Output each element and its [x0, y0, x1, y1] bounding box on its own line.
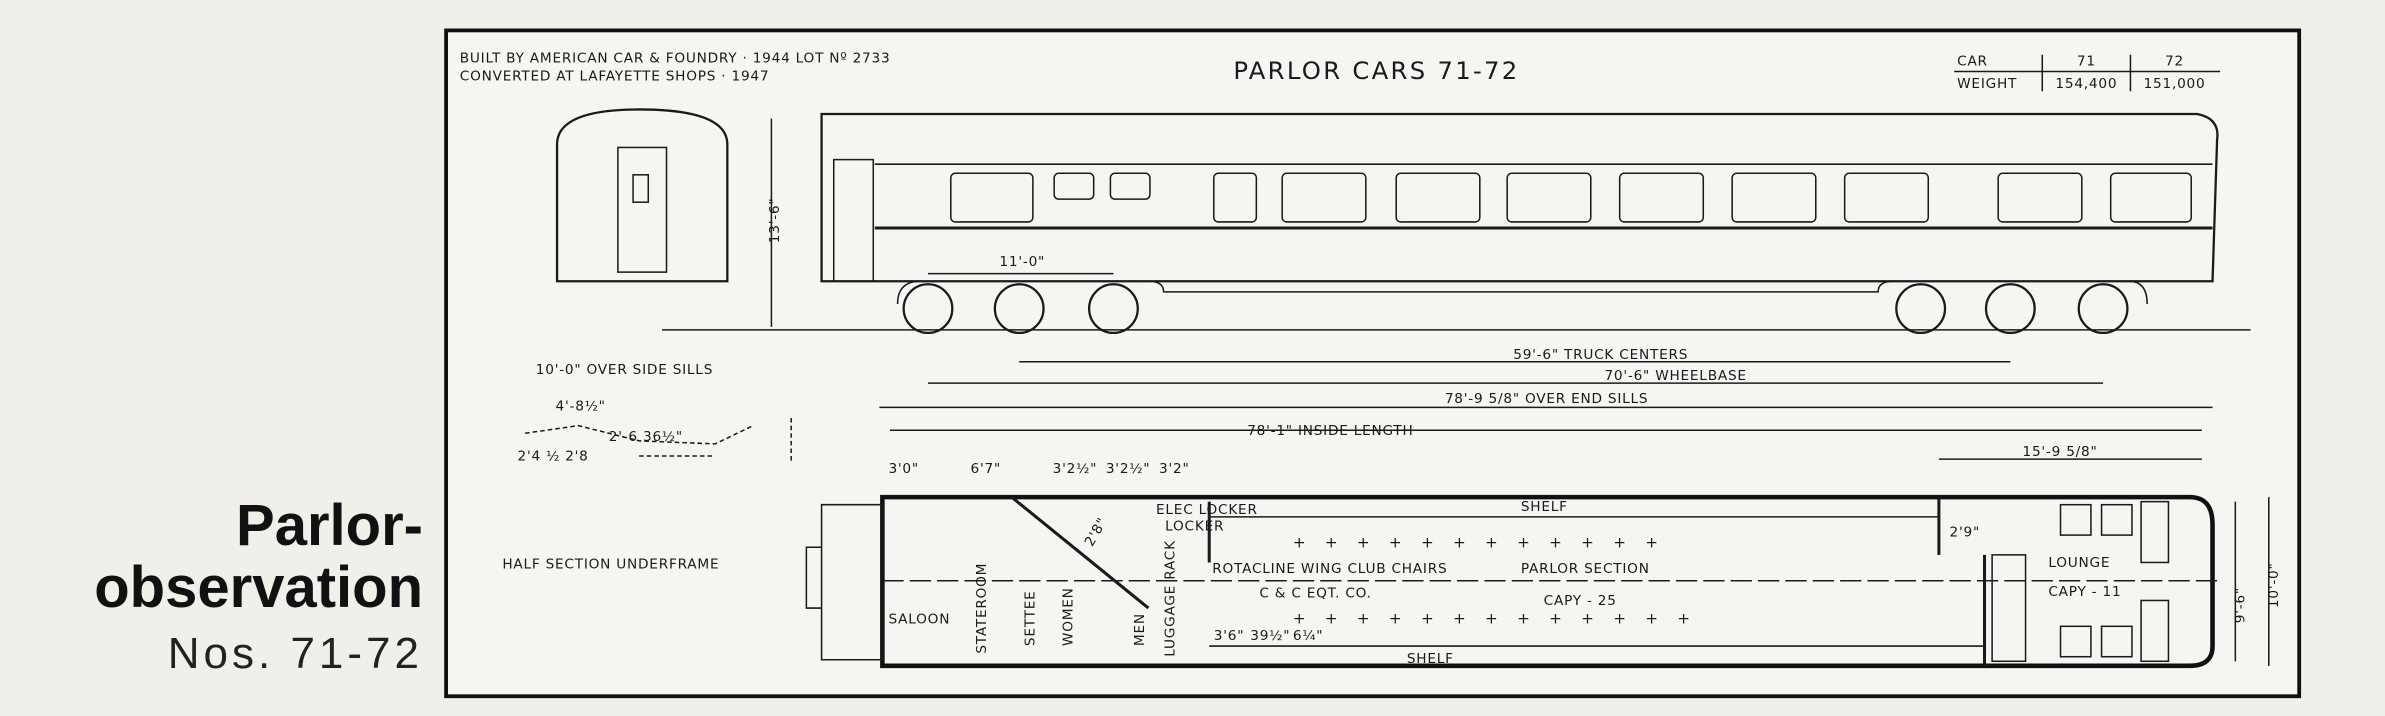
lounge-label: LOUNGE	[2048, 555, 2110, 571]
wheelbase-dim: 70'-6" WHEELBASE	[1604, 368, 1746, 384]
chairs-label: ROTACLINE WING CLUB CHAIRS	[1212, 561, 1447, 577]
height-dim: 13'-6"	[767, 198, 783, 244]
truck-centers-dim: 59'-6" TRUCK CENTERS	[1513, 347, 1688, 363]
caption-numbers: Nos. 71-72	[167, 629, 423, 678]
underframe-dim-1: 4'-8½"	[556, 398, 606, 414]
chair-markers: + + + + + + + + + + + + + + + + + + + + …	[1293, 533, 1690, 627]
parlor-capacity: CAPY - 25	[1544, 593, 1617, 609]
plan-dim: 6'7"	[971, 461, 1001, 477]
luggage-rack-label: LUGGAGE RACK	[1162, 540, 1178, 657]
drawing-title: PARLOR CARS 71-72	[1233, 56, 1519, 85]
truck-wheelbase-dim: 11'-0"	[999, 254, 1045, 270]
svg-text:+ + + + + +: + + + + + + + + + + + + +	[1293, 609, 1690, 627]
svg-text:+ + + + + +: + + + + + + + + + + + +	[1293, 533, 1658, 551]
saloon-label: SALOON	[888, 611, 950, 627]
lounge-length-dim: 15'-9 5/8"	[2023, 444, 2098, 460]
side-sills-dim: 10'-0" OVER SIDE SILLS	[536, 362, 713, 378]
lounge-chairs	[1991, 500, 2170, 663]
inner-width-dim: 9'-6"	[2232, 587, 2248, 623]
shelf-label: SHELF	[1521, 499, 1568, 515]
shelf-label: SHELF	[1407, 651, 1454, 667]
elec-locker-label: ELEC LOCKER	[1156, 502, 1258, 518]
chair-spacing: 3'6"	[1214, 628, 1244, 644]
caption-title-2: observation	[94, 555, 423, 620]
floor-plan: 3'0" 6'7" 3'2½" 3'2½" 3'2" 15'-9 5/8" SH…	[805, 444, 2282, 669]
wheels	[902, 283, 2129, 335]
plan-dim: 3'2½"	[1053, 461, 1098, 477]
underframe-dim-2: 2'-6 36½"	[609, 429, 683, 445]
plan-dim: 3'2"	[1159, 461, 1189, 477]
drawing-caption: Parlor- observation Nos. 71-72	[94, 495, 423, 679]
inside-length-dim: 78'-1" INSIDE LENGTH	[1247, 423, 1413, 439]
note-converted: CONVERTED AT LAFAYETTE SHOPS · 1947	[460, 69, 770, 85]
stateroom-label: STATEROOM	[974, 563, 990, 654]
locker-label: LOCKER	[1165, 519, 1224, 535]
weight-table-row-label: WEIGHT	[1957, 76, 2017, 92]
note-built: BUILT BY AMERICAN CAR & FOUNDRY · 1944 L…	[460, 50, 891, 66]
end-sills-dim: 78'-9 5/8" OVER END SILLS	[1445, 391, 1649, 407]
lounge-capacity: CAPY - 11	[2048, 584, 2121, 600]
parlor-section-label: PARLOR SECTION	[1521, 561, 1650, 577]
women-label: WOMEN	[1060, 587, 1076, 646]
plan-dim: 3'0"	[888, 461, 918, 477]
underframe-label: HALF SECTION UNDERFRAME	[502, 557, 719, 573]
caption-title-1: Parlor-	[236, 493, 423, 558]
underframe-section: 10'-0" OVER SIDE SILLS 4'-8½" 2'-6 36½" …	[502, 362, 792, 573]
aisle-dim: 2'9"	[1950, 525, 1980, 541]
outer-width-dim: 10'-0"	[2266, 562, 2282, 608]
end-elevation	[555, 108, 729, 283]
underframe-dim-3: 2'4 ½ 2'8	[518, 449, 589, 465]
plan-dim: 3'2½"	[1106, 461, 1151, 477]
car-71: 71	[2077, 53, 2096, 69]
windows	[950, 172, 2193, 223]
men-label: MEN	[1132, 613, 1148, 646]
weight-table-header: CAR	[1957, 53, 1988, 69]
weight-table: CAR WEIGHT 71 72 154,400 151,000	[1954, 53, 2221, 92]
car-72: 72	[2165, 53, 2184, 69]
weight-72: 151,000	[2144, 76, 2206, 92]
chair-spacing: 6¼"	[1293, 628, 1324, 644]
chair-spacing: 39½"	[1250, 628, 1290, 644]
settee-label: SETTEE	[1022, 590, 1038, 646]
side-elevation: 13'-6" 11'-0" 59'-6" TRUCK CENTERS 70'-6…	[661, 112, 2251, 439]
drawing-frame	[444, 28, 2302, 699]
maker-label: C & C EQT. CO.	[1259, 585, 1371, 601]
weight-71: 154,400	[2055, 76, 2117, 92]
